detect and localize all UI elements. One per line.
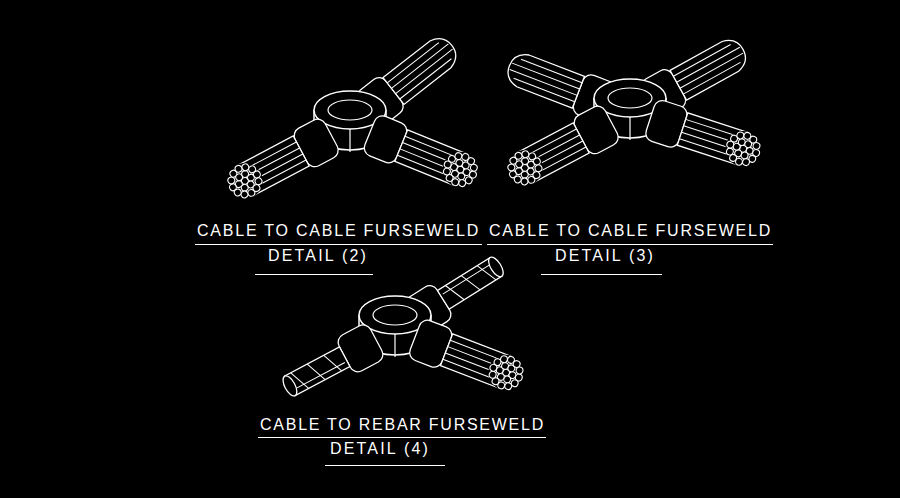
- detail-number: DETAIL (4): [325, 440, 445, 466]
- cable-tee-weld: [219, 29, 485, 208]
- detail-number: DETAIL (3): [541, 247, 662, 275]
- detail-title: CABLE TO CABLE FURSEWELD: [195, 222, 482, 245]
- detail-title: CABLE TO REBAR FURSEWELD: [258, 416, 546, 438]
- detail-title: CABLE TO CABLE FURSEWELD: [487, 222, 773, 245]
- cable-rebar-weld: [276, 247, 531, 406]
- cable-cross-weld: [499, 31, 767, 195]
- detail-number: DETAIL (2): [255, 247, 373, 275]
